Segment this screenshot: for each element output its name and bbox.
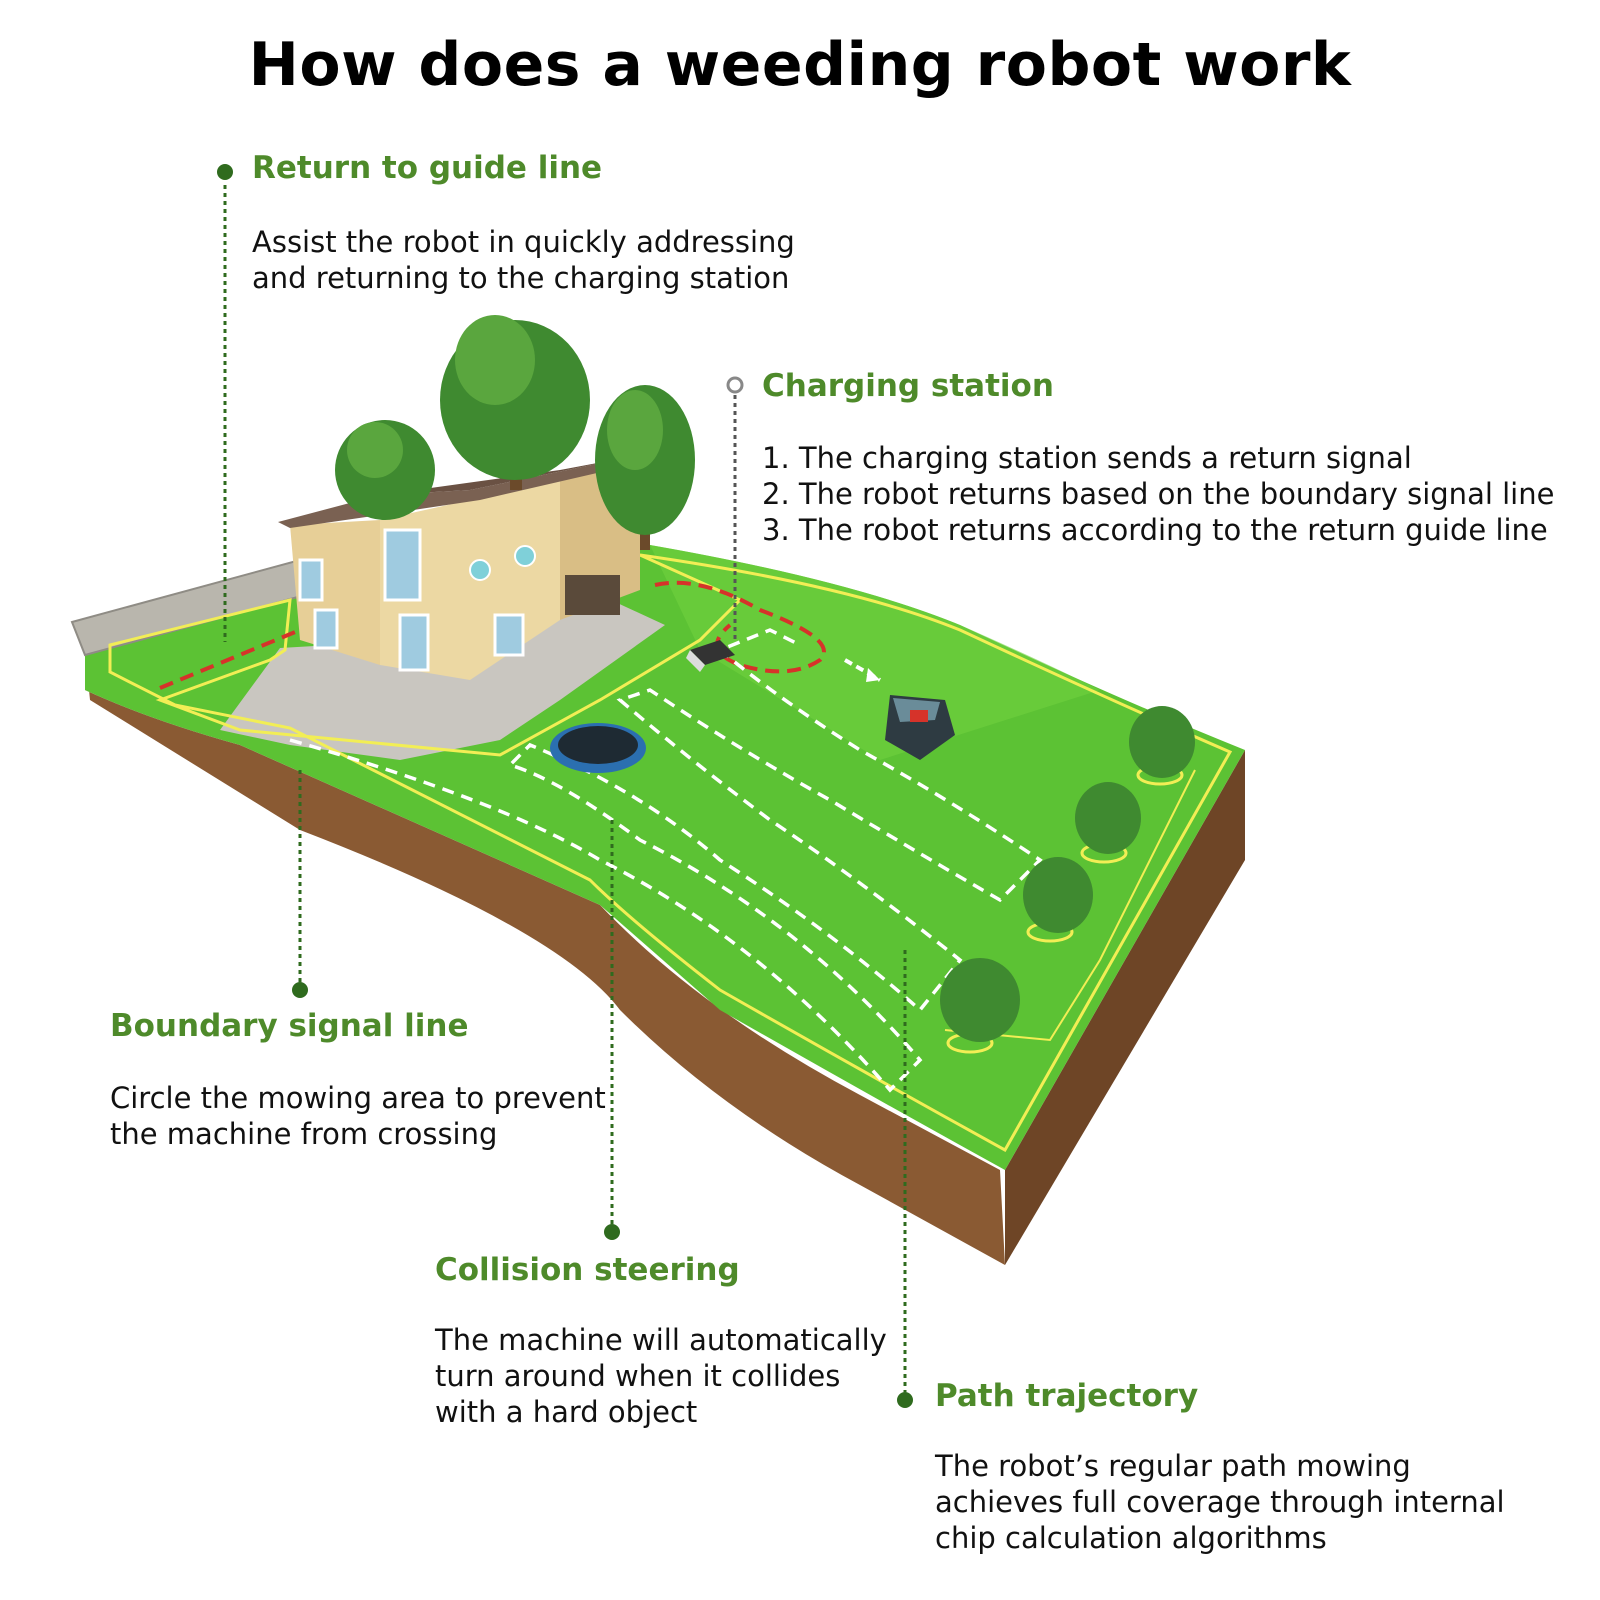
marker-charging-station <box>726 376 744 394</box>
tree-icon <box>1023 857 1093 943</box>
tree-icon <box>440 315 590 490</box>
return-guide-wire <box>159 580 826 690</box>
soil-front <box>85 650 1005 1265</box>
heading-collision-steering: Collision steering <box>435 1252 740 1288</box>
marker-collision-steering <box>604 1224 620 1240</box>
page-title: How does a weeding robot work <box>248 30 1352 100</box>
trampoline-icon <box>550 723 646 773</box>
soil-right <box>1005 750 1245 1265</box>
arrow-head-icon <box>866 668 880 682</box>
leader-lines <box>223 185 907 1392</box>
tree-icon <box>335 420 435 520</box>
desc-line: turn around when it collides <box>435 1359 841 1393</box>
tree-icon <box>940 958 1020 1054</box>
desc-line: The robot’s regular path mowing <box>935 1449 1411 1483</box>
marker-path-trajectory <box>897 1392 913 1408</box>
desc-line: 1. The charging station sends a return s… <box>762 441 1412 475</box>
desc-line: 2. The robot returns based on the bounda… <box>762 477 1555 511</box>
desc-charging-station: 1. The charging station sends a return s… <box>762 440 1554 548</box>
desc-line: Circle the mowing area to prevent <box>110 1081 606 1115</box>
desc-path-trajectory: The robot’s regular path mowing achieves… <box>935 1448 1505 1556</box>
desc-boundary-signal-line: Circle the mowing area to prevent the ma… <box>110 1080 606 1152</box>
charging-station-icon <box>686 640 735 672</box>
boundary-wire-inner <box>944 769 1196 1042</box>
desc-line: and returning to the charging station <box>252 261 790 295</box>
desc-line: chip calculation algorithms <box>935 1521 1327 1555</box>
heading-path-trajectory: Path trajectory <box>935 1378 1199 1414</box>
patio <box>220 595 665 760</box>
tree-icon <box>595 385 695 550</box>
marker-boundary-signal-line <box>292 982 308 998</box>
tree-icon <box>1129 706 1195 786</box>
desc-line: Assist the robot in quickly addressing <box>252 225 795 259</box>
robot-mower-icon <box>885 695 955 760</box>
lawn-highlight <box>650 545 1100 760</box>
desc-line: with a hard object <box>435 1395 698 1429</box>
desc-line: the machine from crossing <box>110 1117 498 1151</box>
desc-line: achieves full coverage through internal <box>935 1485 1505 1519</box>
heading-boundary-signal-line: Boundary signal line <box>110 1008 469 1044</box>
desc-collision-steering: The machine will automatically turn arou… <box>435 1322 887 1430</box>
heading-charging-station: Charging station <box>762 368 1054 404</box>
marker-return-guide-line <box>217 164 233 180</box>
tree-icon <box>1075 782 1141 864</box>
mowing-path <box>289 628 1043 1093</box>
desc-line: The machine will automatically <box>435 1323 887 1357</box>
desc-return-guide-line: Assist the robot in quickly addressing a… <box>252 224 795 296</box>
desc-line: 3. The robot returns according to the re… <box>762 513 1548 547</box>
heading-return-guide-line: Return to guide line <box>252 150 603 186</box>
